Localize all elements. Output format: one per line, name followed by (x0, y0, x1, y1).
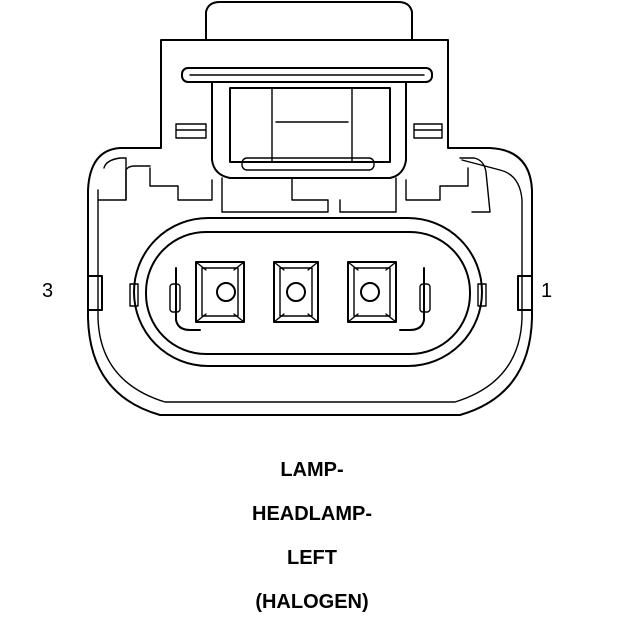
caption-line-2: HEADLAMP- (252, 503, 372, 525)
pin-label-3: 3 (42, 280, 54, 302)
latch-center-block (229, 87, 391, 163)
latch-top (205, 1, 413, 41)
caption-line-4: (HALOGEN) (255, 591, 369, 613)
corner-hook-right (459, 157, 491, 213)
connector-diagram: 3 1 LAMP- HEADLAMP- LEFT (HALOGEN) (42, 1, 553, 613)
connector-drawing (87, 1, 533, 416)
corner-hook-left (125, 165, 151, 201)
latch-rail (181, 67, 433, 83)
caption-line-1: LAMP- (280, 459, 344, 481)
side-tab-left (87, 275, 103, 311)
side-tab-right (517, 275, 533, 311)
latch-arm (211, 81, 407, 179)
rib-right (413, 123, 443, 139)
terminal-2 (273, 261, 319, 323)
connector-inner-body (97, 157, 523, 403)
pin-label-1: 1 (541, 280, 553, 302)
connector-outer-body (87, 39, 533, 416)
connector-caption: LAMP- HEADLAMP- LEFT (HALOGEN) (0, 448, 624, 624)
terminal-3 (169, 261, 245, 331)
rib-left (175, 123, 207, 139)
terminal-cavity-outer (133, 217, 483, 367)
terminal-cavity-inner (145, 231, 471, 355)
terminal-1 (347, 261, 431, 331)
caption-line-3: LEFT (287, 547, 337, 569)
